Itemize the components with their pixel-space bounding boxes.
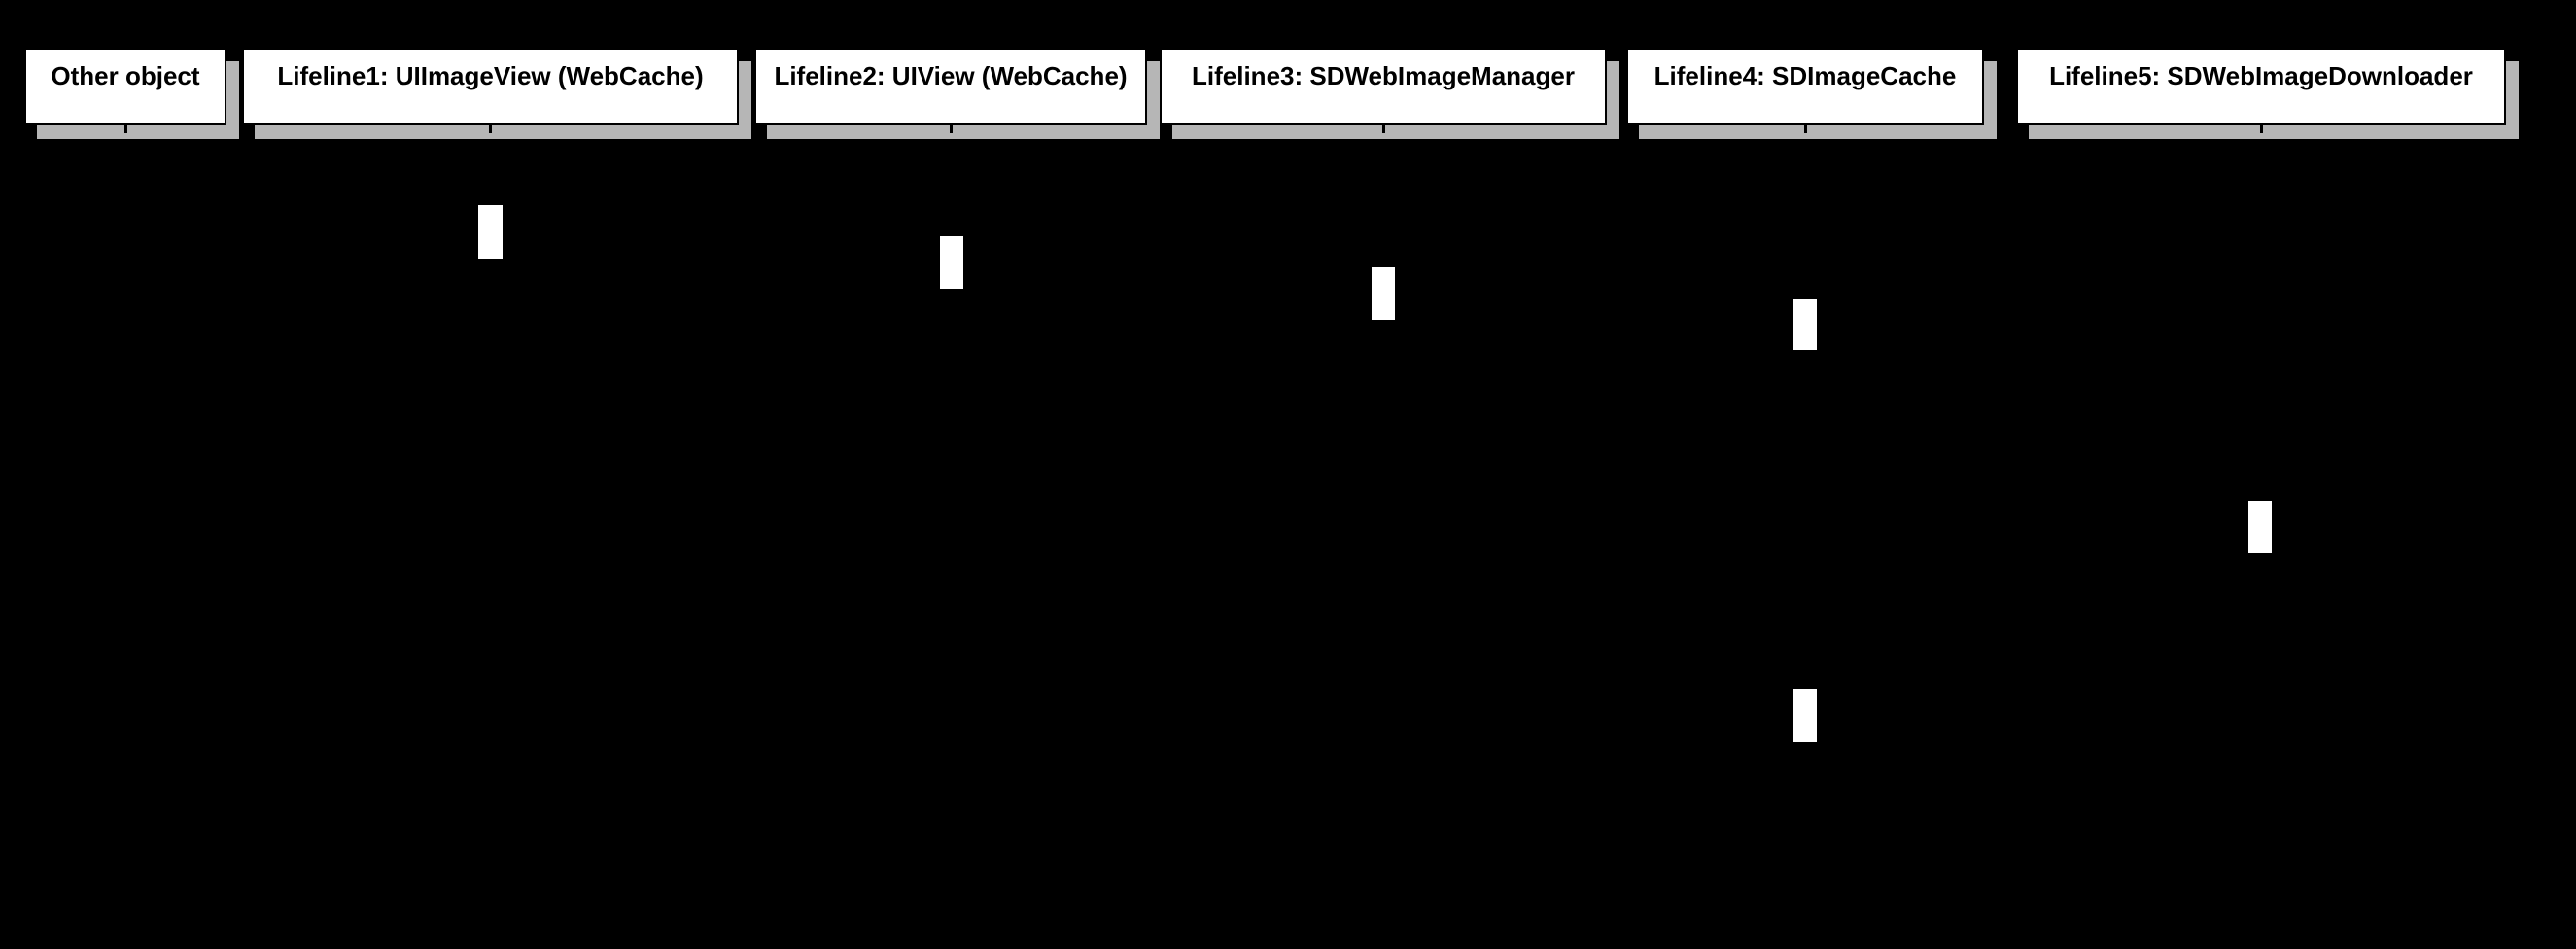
lifeline-head[interactable]: Lifeline1: UIImageView (WebCache): [242, 48, 739, 125]
lifeline-head[interactable]: Lifeline3: SDWebImageManager: [1160, 48, 1607, 125]
lifeline-label: Lifeline4: SDImageCache: [1654, 61, 1957, 90]
activation-bar[interactable]: [1793, 689, 1817, 742]
lifeline-stub: [950, 125, 953, 133]
activation-bar[interactable]: [2248, 501, 2272, 553]
lifeline-label: Lifeline2: UIView (WebCache): [774, 61, 1128, 90]
lifeline-head[interactable]: Lifeline4: SDImageCache: [1626, 48, 1984, 125]
lifeline-label: Lifeline5: SDWebImageDownloader: [2049, 61, 2473, 90]
activation-bar[interactable]: [478, 205, 503, 259]
lifeline-stub: [124, 125, 127, 133]
activation-bar[interactable]: [1793, 299, 1817, 350]
lifeline-head[interactable]: Other object: [24, 48, 226, 125]
lifeline-label: Lifeline1: UIImageView (WebCache): [277, 61, 704, 90]
lifeline-label: Other object: [51, 61, 200, 90]
lifeline-stub: [1382, 125, 1385, 133]
activation-bar[interactable]: [1372, 267, 1395, 320]
lifeline-label: Lifeline3: SDWebImageManager: [1192, 61, 1575, 90]
lifeline-stub: [1804, 125, 1807, 133]
lifeline-head[interactable]: Lifeline5: SDWebImageDownloader: [2016, 48, 2506, 125]
lifeline-stub: [2260, 125, 2263, 133]
lifeline-head[interactable]: Lifeline2: UIView (WebCache): [754, 48, 1147, 125]
lifeline-stub: [489, 125, 492, 133]
activation-bar[interactable]: [940, 236, 963, 289]
